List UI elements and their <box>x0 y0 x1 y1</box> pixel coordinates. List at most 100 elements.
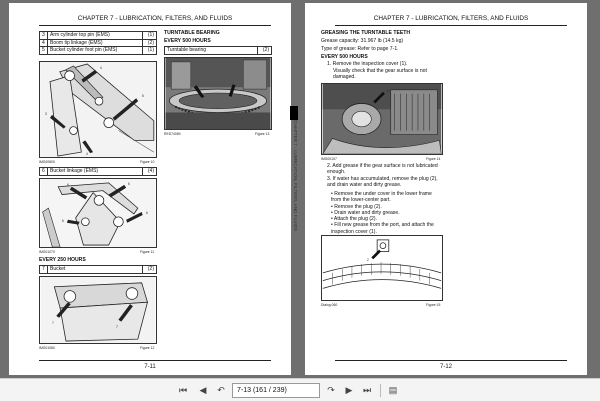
back-button[interactable]: ↶ <box>217 385 225 395</box>
bullet-2: • Remove the plug (2). <box>331 203 382 210</box>
bullet-1: • Remove the under cover in the lower fr… <box>331 191 432 204</box>
boom-tip-drawing <box>40 62 156 157</box>
callout-6c: 6 <box>146 211 148 215</box>
callout-7a: 7 <box>52 321 54 325</box>
bullet-1-text: Remove the under cover in the lower fram… <box>331 191 432 204</box>
parts-cell-qty: (4) <box>142 167 157 176</box>
bullet-4: • Attach the plug (2). <box>331 216 377 223</box>
left-page: CHAPTER 7 - LUBRICATION, FILTERS, AND FL… <box>9 3 291 375</box>
callout-6d: 6 <box>62 219 64 223</box>
figure-10: 5 4 3 4 <box>39 61 157 158</box>
figure-14-caption: Figure 14 <box>426 157 441 161</box>
callout-4: 4 <box>100 66 102 70</box>
bullet-2-text: Remove the plug (2). <box>334 203 382 210</box>
figure-14-code: IMG00107 <box>321 157 337 161</box>
viewer-toolbar: ⏮ ◀ ↶ 7-13 (161 / 239) ↷ ▶ ⏭ ▤ <box>0 378 600 401</box>
parts-cell-desc: Bucket cylinder foot pin (EMS) <box>47 46 143 55</box>
bucket-drawing <box>40 277 156 343</box>
figure-11-caption: Figure 11 <box>140 250 155 254</box>
callout-4b: 4 <box>86 152 88 156</box>
step-2: 2. Add grease if the gear surface is not… <box>327 163 438 176</box>
callout-6a: 6 <box>128 182 130 186</box>
every-250-hours-heading: EVERY 250 HOURS <box>39 257 86 263</box>
bullet-3-text: Drain water and dirty grease. <box>334 209 400 216</box>
parts-cell-qty: (1) <box>142 46 157 55</box>
figure-15-caption: Figure 15 <box>426 303 441 307</box>
chapter-tab-marker <box>290 106 298 120</box>
right-page-number: 7-12 <box>439 364 452 370</box>
view-mode-icon[interactable]: ▤ <box>388 385 398 395</box>
parts-table-row: Turntable bearing(2) <box>164 46 272 55</box>
document-viewer[interactable]: CHAPTER 7 - LUBRICATION, FILTERS, AND FL… <box>0 0 600 378</box>
next-page-button[interactable]: ▶ <box>345 385 353 395</box>
figure-13-caption: Figure 13 <box>255 132 270 136</box>
figure-12: 7 7 <box>39 276 157 344</box>
previous-page-button[interactable]: ◀ <box>199 385 207 395</box>
figure-11: 6 6 6 6 <box>39 178 157 248</box>
inspection-cover-photo <box>322 84 442 154</box>
callout-2: 2 <box>367 258 369 262</box>
parts-cell-desc: Boom tip linkage (EMS) <box>47 38 143 47</box>
chapter-side-tab: CHAPTER 7 - LUBRICATION, FILTERS, AND FL… <box>290 96 298 236</box>
section-title: GREASING THE TURNTABLE TEETH <box>321 30 411 36</box>
procedure-bullet-list: • Remove the under cover in the lower fr… <box>331 191 443 235</box>
right-page-header: CHAPTER 7 - LUBRICATION, FILTERS, AND FL… <box>335 15 567 26</box>
callout-3: 3 <box>45 112 47 116</box>
parts-cell-qty: (2) <box>142 38 157 47</box>
grease-type: Type of grease: Refer to page 7-1. <box>321 46 399 52</box>
every-500-hours-heading-left: EVERY 500 HOURS <box>164 38 211 44</box>
bullet-5: • Fill new grease from the port, and att… <box>331 222 434 235</box>
callout-6b: 6 <box>67 183 69 187</box>
figure-15-code: Dialog 060 <box>321 303 338 307</box>
bullet-5-text: Fill new grease from the port, and attac… <box>331 222 434 235</box>
parts-cell-num: 7 <box>39 265 48 274</box>
callout-1: 1 <box>387 89 389 93</box>
forward-button[interactable]: ↷ <box>327 385 335 395</box>
parts-cell-desc: Bucket <box>47 265 143 274</box>
bucket-linkage-drawing <box>40 179 156 247</box>
last-page-button[interactable]: ⏭ <box>362 385 372 395</box>
figure-13-code: RED74080 <box>164 132 181 136</box>
turntable-bearing-photo <box>165 58 271 129</box>
grease-capacity: Grease capacity: 31.967 lb (14.5 kg) <box>321 38 404 44</box>
figure-11-code: IMG01070 <box>39 250 55 254</box>
right-page: CHAPTER 7 - LUBRICATION, FILTERS, AND FL… <box>305 3 587 375</box>
bullet-4-text: Attach the plug (2). <box>333 216 377 223</box>
left-page-header: CHAPTER 7 - LUBRICATION, FILTERS, AND FL… <box>39 15 271 26</box>
figure-14: 1 <box>321 83 443 155</box>
first-page-button[interactable]: ⏮ <box>178 385 188 395</box>
parts-cell-desc: Bucket linkage (EMS) <box>47 167 143 176</box>
step-1-note: Visually check that the gear surface is … <box>333 68 427 81</box>
bullet-3: • Drain water and dirty grease. <box>331 209 400 216</box>
step-1: 1. Remove the inspection cover (1). <box>327 61 408 67</box>
left-page-number: 7-11 <box>144 364 156 370</box>
parts-cell-desc: Turntable bearing <box>164 46 258 55</box>
callout-7b: 7 <box>116 325 118 329</box>
figure-10-caption: Figure 10 <box>140 160 155 164</box>
parts-cell-num: 3 <box>39 31 48 40</box>
parts-cell-num: 5 <box>39 46 48 55</box>
step-3: 3. If water has accumulated, remove the … <box>327 176 438 189</box>
chapter-side-tab-label: CHAPTER 7 - LUBRICATION, FILTERS, AND FL… <box>293 120 298 232</box>
turntable-bearing-heading: TURNTABLE BEARING <box>164 30 220 36</box>
every-500-hours-heading-right: EVERY 500 HOURS <box>321 54 368 60</box>
drain-plug-drawing <box>322 236 442 300</box>
figure-15: 2 <box>321 235 443 301</box>
page-number-field[interactable]: 7-13 (161 / 239) <box>232 383 320 398</box>
toolbar-separator <box>380 384 381 397</box>
figure-12-code: IMG01080 <box>39 346 55 350</box>
figure-12-caption: Figure 12 <box>140 346 155 350</box>
parts-table-4: Turntable bearing(2) <box>164 46 272 55</box>
figure-13 <box>164 57 272 130</box>
parts-cell-num: 4 <box>39 38 48 47</box>
left-page-footer-rule <box>39 360 271 361</box>
parts-cell-qty: (1) <box>142 31 157 40</box>
